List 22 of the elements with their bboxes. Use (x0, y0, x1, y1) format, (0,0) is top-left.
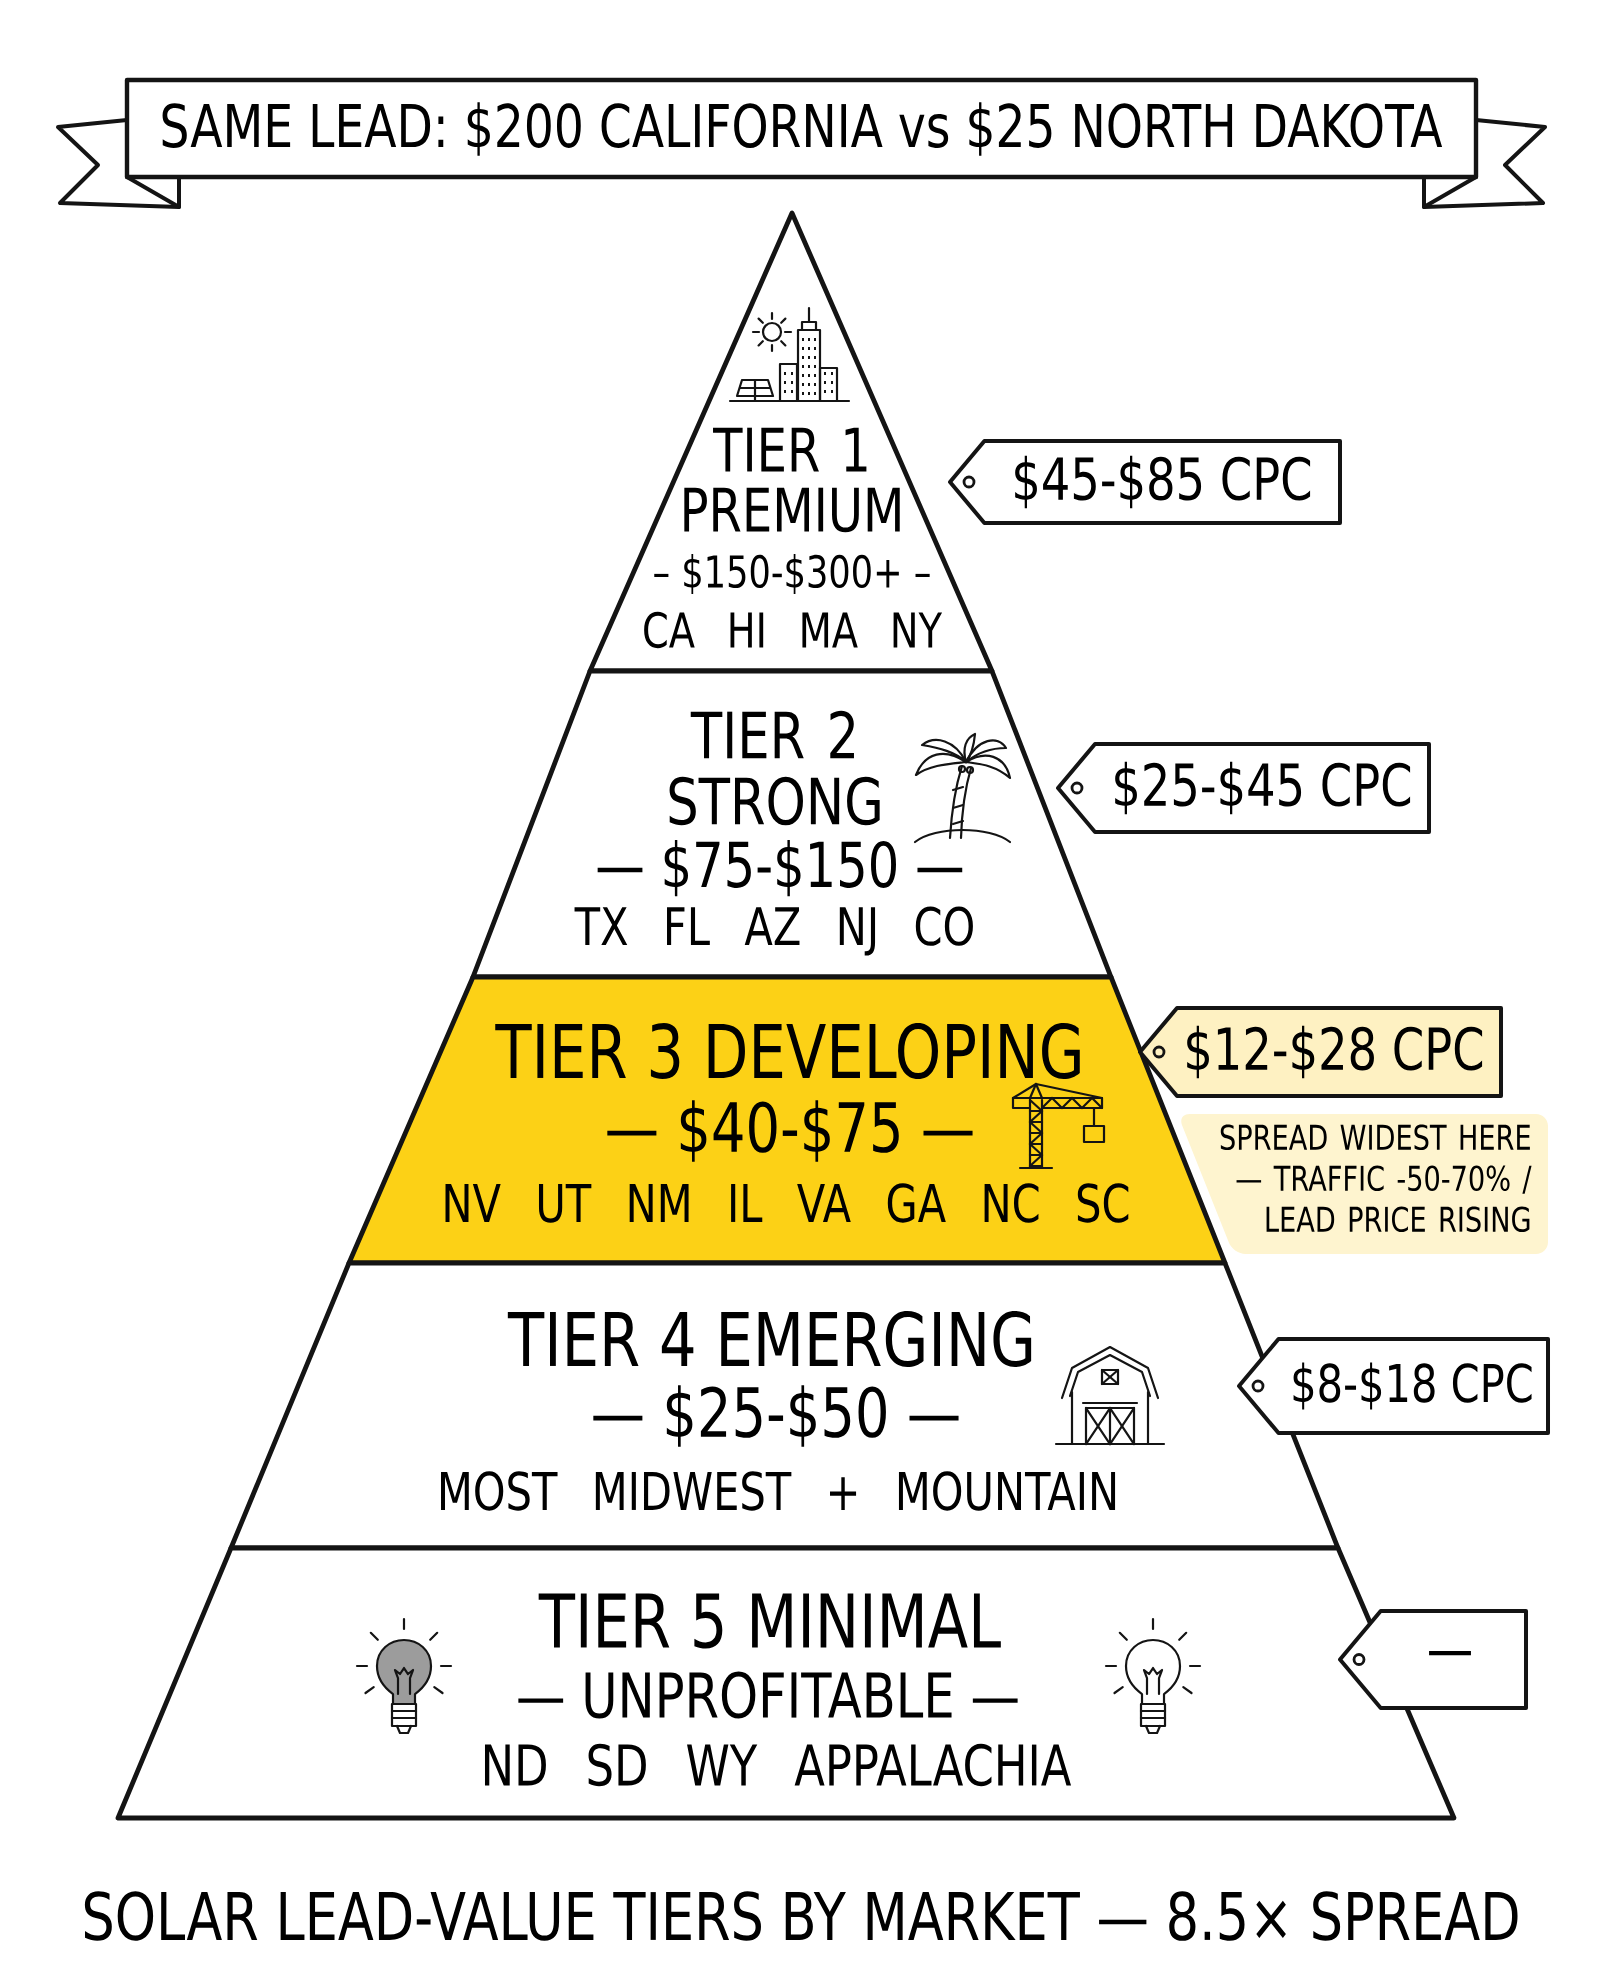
price-tag: $8-$18 CPC (1237, 1337, 1550, 1435)
tier-heading: TIER 3 DEVELOPING (495, 1023, 1080, 1079)
state-list: TX FL AZ NJ CO (574, 906, 973, 956)
title-banner: SAME LEAD: $200 CALIFORNIA vs $25 NORTH DAKOTA (56, 77, 1547, 209)
state-list: NV UT NM IL VA GA NC SC (445, 1183, 1129, 1223)
price-range: – $150-$300+ – (654, 554, 930, 594)
price-tag: $12-$28 CPC (1138, 1006, 1503, 1098)
state-list: CA HI MA NY (644, 611, 943, 649)
state-list: ND SD WY APPALACHIA (485, 1743, 1072, 1787)
tier-heading: TIER 5 MINIMAL (538, 1593, 1001, 1649)
tier-heading: TIER 2 STRONG (669, 710, 880, 826)
highlighted-note: SPREAD WIDEST HERE — TRAFFIC -50-70% / LEAD PRICE RISING (1181, 1114, 1548, 1254)
caption: SOLAR LEAD-VALUE TIERS BY MARKET — 8.5× SPREAD (84, 1891, 1518, 1941)
tier-heading: TIER 4 EMERGING (507, 1311, 1032, 1367)
tier-heading: TIER 1 PREMIUM (684, 427, 900, 533)
state-list: MOST MIDWEST + MOUNTAIN (441, 1471, 1116, 1511)
price-range: — $40-$75 — (607, 1100, 973, 1162)
price-tag: $45-$85 CPC (948, 439, 1342, 525)
price-range: — $25-$50 — (593, 1385, 959, 1447)
price-range: — $75-$150 — (597, 839, 963, 897)
price-range: — UNPROFITABLE — (518, 1671, 1018, 1719)
price-tag: $25-$45 CPC (1056, 742, 1431, 834)
